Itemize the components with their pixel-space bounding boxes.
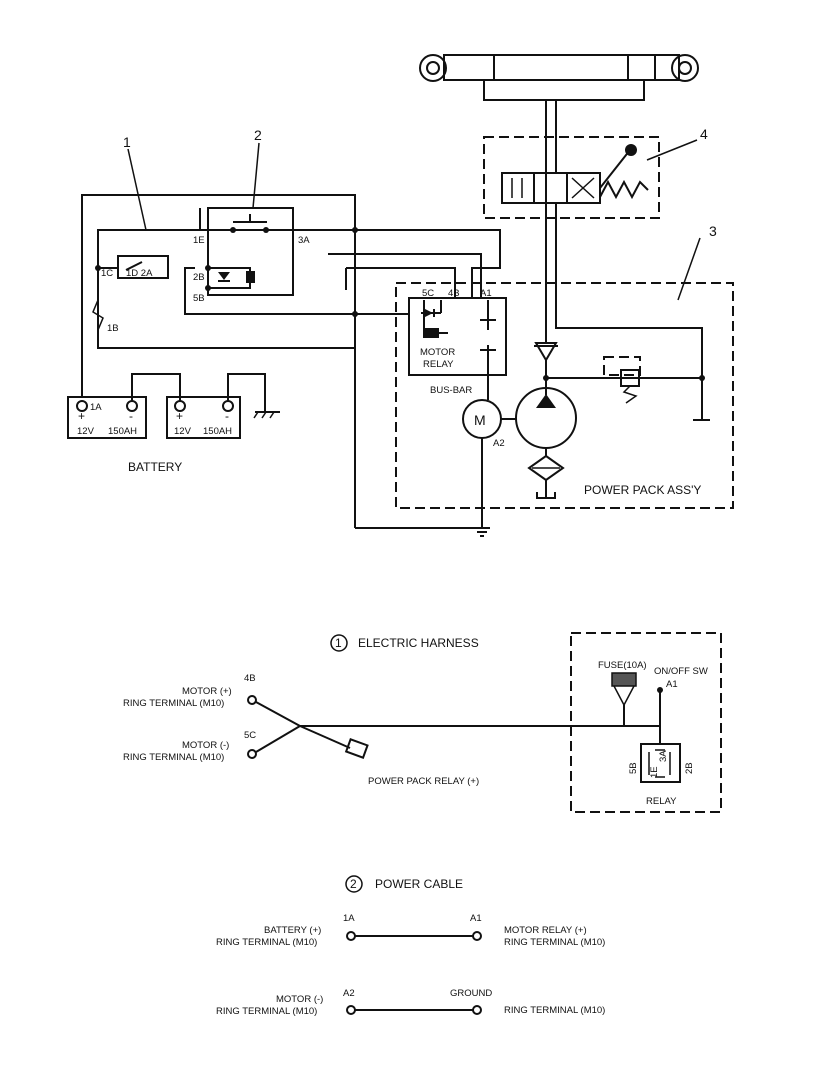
cable-row2-end-b: GROUND [450,988,492,999]
battery-2-voltage: 12V [174,426,192,437]
relay-pin-2B: 2B [684,762,695,774]
battery-2-capacity: 150AH [203,426,232,437]
cable-row1-left-1: BATTERY (+) [264,925,321,936]
cable-row2-left-2: RING TERMINAL (M10) [216,1006,317,1017]
cable-row1-left-2: RING TERMINAL (M10) [216,937,317,948]
batteries [67,373,280,439]
callout-3: 3 [709,223,717,239]
terminal-1C: 1C [101,268,113,279]
battery-2-plus: + [176,409,183,423]
harness-title: ELECTRIC HARNESS [358,636,479,650]
cable-row1-right-2: RING TERMINAL (M10) [504,937,605,948]
harness-4B: 4B [244,673,256,684]
hydraulic-lines [534,100,710,421]
relay-label: RELAY [646,796,677,807]
harness-motor-plus-2: RING TERMINAL (M10) [123,698,224,709]
harness-number: 1 [335,636,342,650]
harness-motor-minus-2: RING TERMINAL (M10) [123,752,224,763]
terminal-3A: 3A [298,235,310,246]
motor-relay-label-2: RELAY [423,359,454,370]
power-pack-relay-label: POWER PACK RELAY (+) [368,776,479,787]
cable-row1-end-a: 1A [343,913,355,924]
callout-2: 2 [254,127,262,143]
terminal-5C: 5C [422,288,434,299]
terminal-1B: 1B [107,323,119,334]
battery-2-minus: - [225,409,229,423]
power-pack-assembly [395,282,734,537]
cable-row2-right-1: RING TERMINAL (M10) [504,1005,605,1016]
battery-1-minus: - [129,409,133,423]
harness-motor-minus-1: MOTOR (-) [182,740,229,751]
terminal-2B: 2B [193,272,205,283]
battery-1-voltage: 12V [77,426,95,437]
cable-row1-right-1: MOTOR RELAY (+) [504,925,587,936]
cable-title: POWER CABLE [375,877,463,891]
relay-pin-3A: 3A [658,750,669,762]
cable-number: 2 [350,877,357,891]
battery-label: BATTERY [128,460,182,474]
fuse-label: FUSE(10A) [598,660,647,671]
cable-row1-end-b: A1 [470,913,482,924]
battery-1-plus: + [78,409,85,423]
control-wiring [81,194,501,529]
harness-5C: 5C [244,730,256,741]
motor-symbol-letter: M [474,412,486,428]
terminal-A2: A2 [493,438,505,449]
terminal-A1: A1 [480,288,492,299]
harness-motor-plus-1: MOTOR (+) [182,686,232,697]
terminal-4B: 4B [448,288,460,299]
power-pack-label: POWER PACK ASS'Y [584,483,701,497]
callout-4: 4 [700,126,708,142]
bus-bar-label: BUS-BAR [430,385,472,396]
power-cable: 2 POWER CABLE BATTERY (+) RING TERMINAL … [216,875,605,1017]
cable-row2-end-a: A2 [343,988,355,999]
callout-1: 1 [123,134,131,150]
battery-1-capacity: 150AH [108,426,137,437]
harness-A1: A1 [666,679,678,690]
directional-valve [483,136,660,219]
electric-harness: 1 ELECTRIC HARNESS 4B MOTOR (+) RING TER… [123,632,722,813]
relay-pin-5B: 5B [628,762,639,774]
terminal-1E: 1E [193,235,205,246]
motor-relay-label-1: MOTOR [420,347,455,358]
cable-row2-left-1: MOTOR (-) [276,994,323,1005]
switch-label: ON/OFF SW [654,666,708,677]
hydraulic-cylinder [419,54,699,101]
terminal-5B: 5B [193,293,205,304]
terminal-1A: 1A [90,402,102,413]
relay-pin-1E: 1E [649,766,660,778]
terminal-1D2A: 1D 2A [126,268,153,279]
